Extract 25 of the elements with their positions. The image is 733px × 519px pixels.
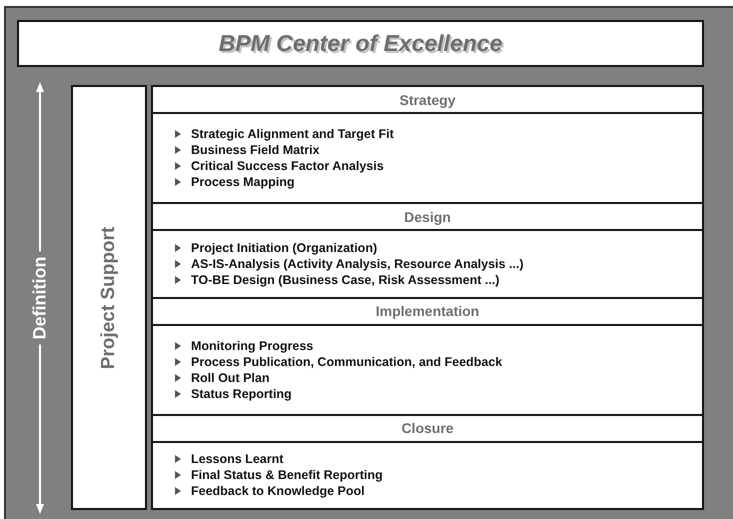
list-item: Monitoring Progress bbox=[191, 338, 314, 354]
phase-section bbox=[153, 296, 702, 414]
list-item: Process Publication, Communication, and Feedback bbox=[191, 354, 502, 370]
list-item: Process Mapping bbox=[191, 174, 294, 190]
section-heading: Implementation bbox=[153, 298, 702, 326]
phase-section bbox=[153, 202, 702, 296]
list-item: Strategic Alignment and Target Fit bbox=[191, 126, 394, 142]
list-item: Lessons Learnt bbox=[191, 451, 284, 468]
list-item: TO-BE Design (Business Case, Risk Assessment ...) bbox=[191, 272, 500, 288]
side-title: Project Support bbox=[98, 226, 120, 369]
list-item: Feedback to Knowledge Pool bbox=[191, 483, 365, 500]
phase-section bbox=[153, 414, 702, 508]
title: BPM Center of Excellence bbox=[218, 30, 502, 57]
list-item: AS-IS-Analysis (Activity Analysis, Resource Analysis ...) bbox=[191, 256, 524, 272]
side-box bbox=[71, 85, 147, 510]
list-item: Roll Out Plan bbox=[191, 370, 270, 386]
list-item: Project Initiation (Organization) bbox=[191, 240, 378, 256]
list-item: Status Reporting bbox=[191, 386, 292, 402]
phase-section bbox=[153, 87, 702, 202]
section-heading: Design bbox=[153, 204, 702, 232]
list-item: Business Field Matrix bbox=[191, 142, 320, 158]
section-heading: Strategy bbox=[153, 87, 702, 114]
list-item: Critical Success Factor Analysis bbox=[191, 158, 384, 174]
section-heading: Closure bbox=[153, 416, 702, 443]
list-item: Final Status & Benefit Reporting bbox=[191, 467, 383, 484]
